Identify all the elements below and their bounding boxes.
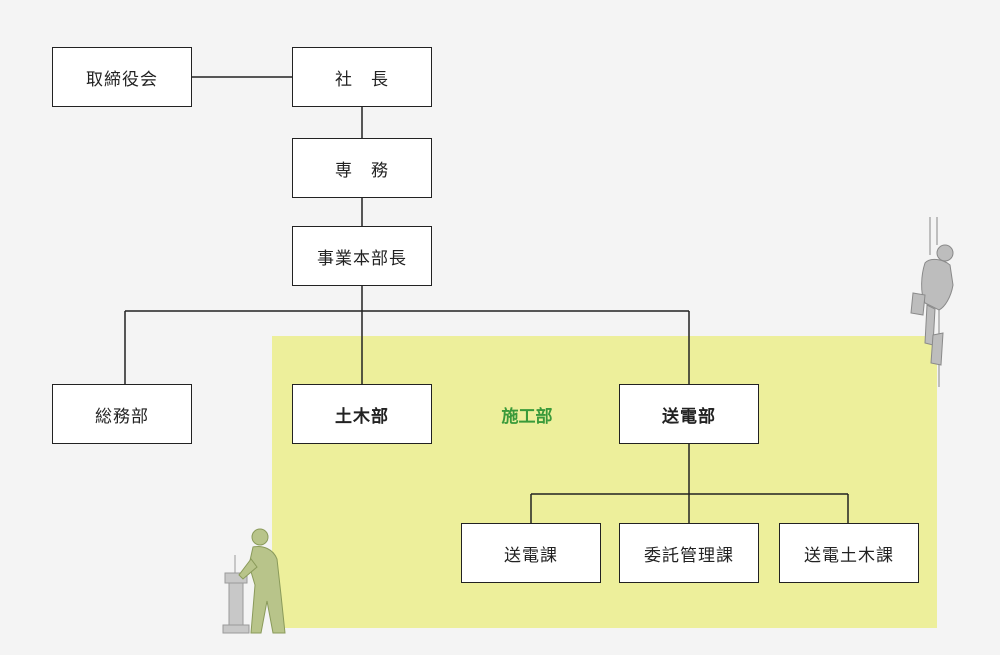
director-box: 専 務 [292,138,432,198]
zone-label: 施工部 [501,407,553,427]
outsourcing-section-box: 委託管理課 [619,523,759,583]
transmission-box: 送電部 [619,384,759,444]
transmission-section-box: 送電課 [461,523,601,583]
board-box: 取締役会 [52,47,192,107]
general-affairs-box: 総務部 [52,384,192,444]
climber-illustration [910,217,954,387]
division-head-box: 事業本部長 [292,226,432,286]
worker-illustration [222,528,286,634]
civil-box: 土木部 [292,384,432,444]
transmission-civil-section-box: 送電土木課 [779,523,919,583]
president-box: 社 長 [292,47,432,107]
